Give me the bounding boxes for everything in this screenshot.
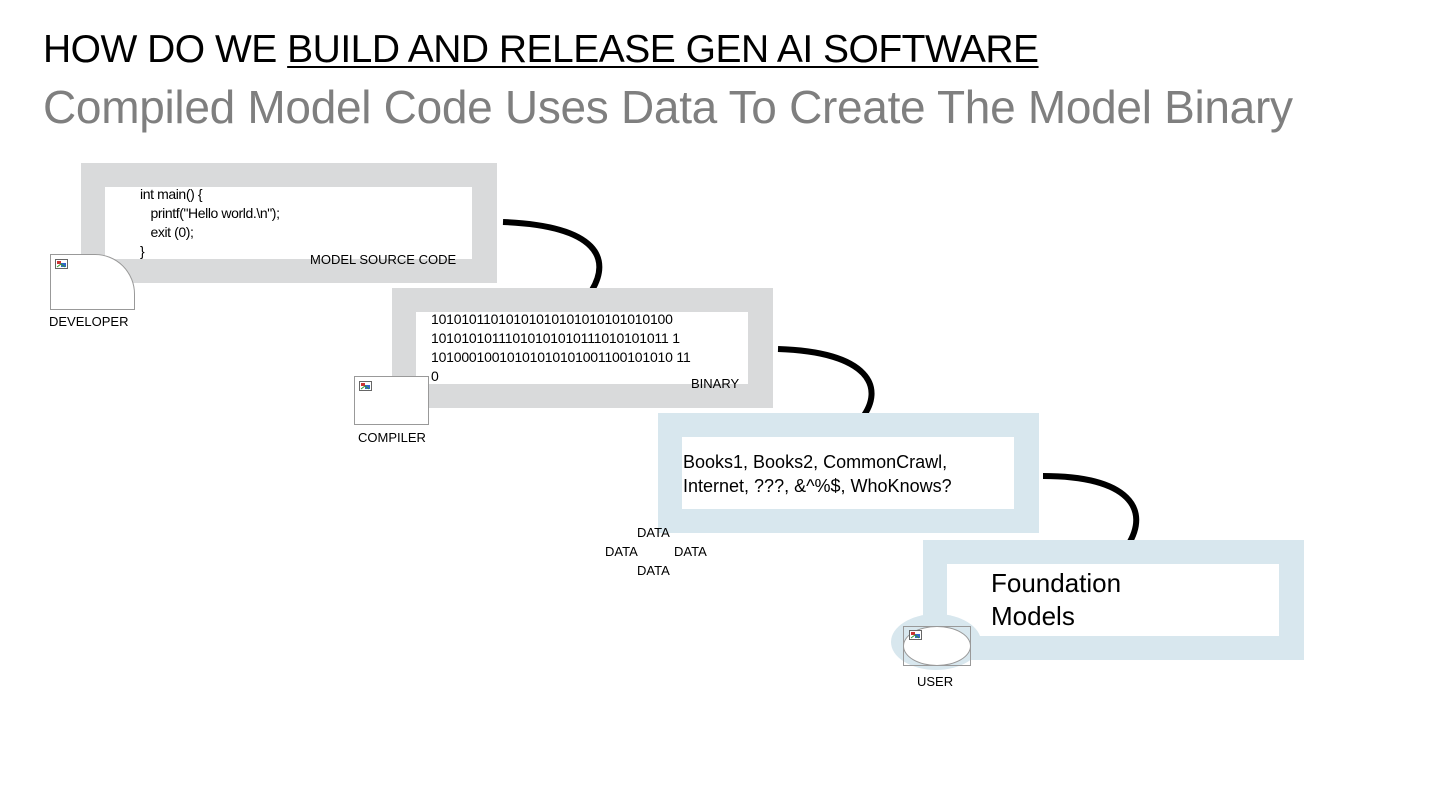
data-label-bottom: DATA [637, 563, 670, 578]
compiler-label: COMPILER [358, 430, 426, 445]
foundation-frame [923, 540, 1304, 660]
broken-image-icon [55, 259, 68, 269]
source-code-frame [81, 163, 497, 283]
binary-panel [416, 312, 748, 384]
developer-label: DEVELOPER [49, 314, 129, 329]
user-label: USER [917, 674, 954, 689]
data-label-top: DATA [637, 525, 670, 540]
source-code-panel [105, 187, 472, 259]
foundation-panel [947, 564, 1279, 636]
data-panel [682, 437, 1014, 509]
user-actor [903, 626, 971, 666]
source-code-label: MODEL SOURCE CODE [310, 252, 457, 267]
binary-frame [392, 288, 773, 408]
binary-label: BINARY [691, 376, 740, 391]
binary-text: 10101011010101010101010101010100 1010101… [431, 311, 691, 384]
broken-image-icon [359, 381, 372, 391]
connector-binary-to-data [777, 346, 875, 420]
slide-subtitle: Compiled Model Code Uses Data To Create … [43, 81, 1293, 133]
foundation-models-text: Foundation Models [991, 568, 1122, 631]
title-prefix: HOW DO WE [43, 28, 288, 71]
data-label-right: DATA [674, 544, 707, 559]
slide-title: HOW DO WE BUILD AND RELEASE GEN AI SOFTW… [43, 28, 1039, 72]
connector-data-to-foundation [1042, 473, 1140, 547]
connector-source-to-binary [502, 219, 603, 292]
broken-image-icon [909, 630, 922, 640]
compiler-actor [354, 376, 429, 425]
source-code-text: int main() { printf("Hello world.\n"); e… [140, 186, 280, 259]
data-label-left: DATA [605, 544, 638, 559]
data-sources-text: Books1, Books2, CommonCrawl, Internet, ?… [683, 452, 952, 496]
data-frame [658, 413, 1039, 533]
developer-actor [50, 254, 135, 310]
title-underlined: BUILD AND RELEASE GEN AI SOFTWARE [287, 28, 1039, 71]
